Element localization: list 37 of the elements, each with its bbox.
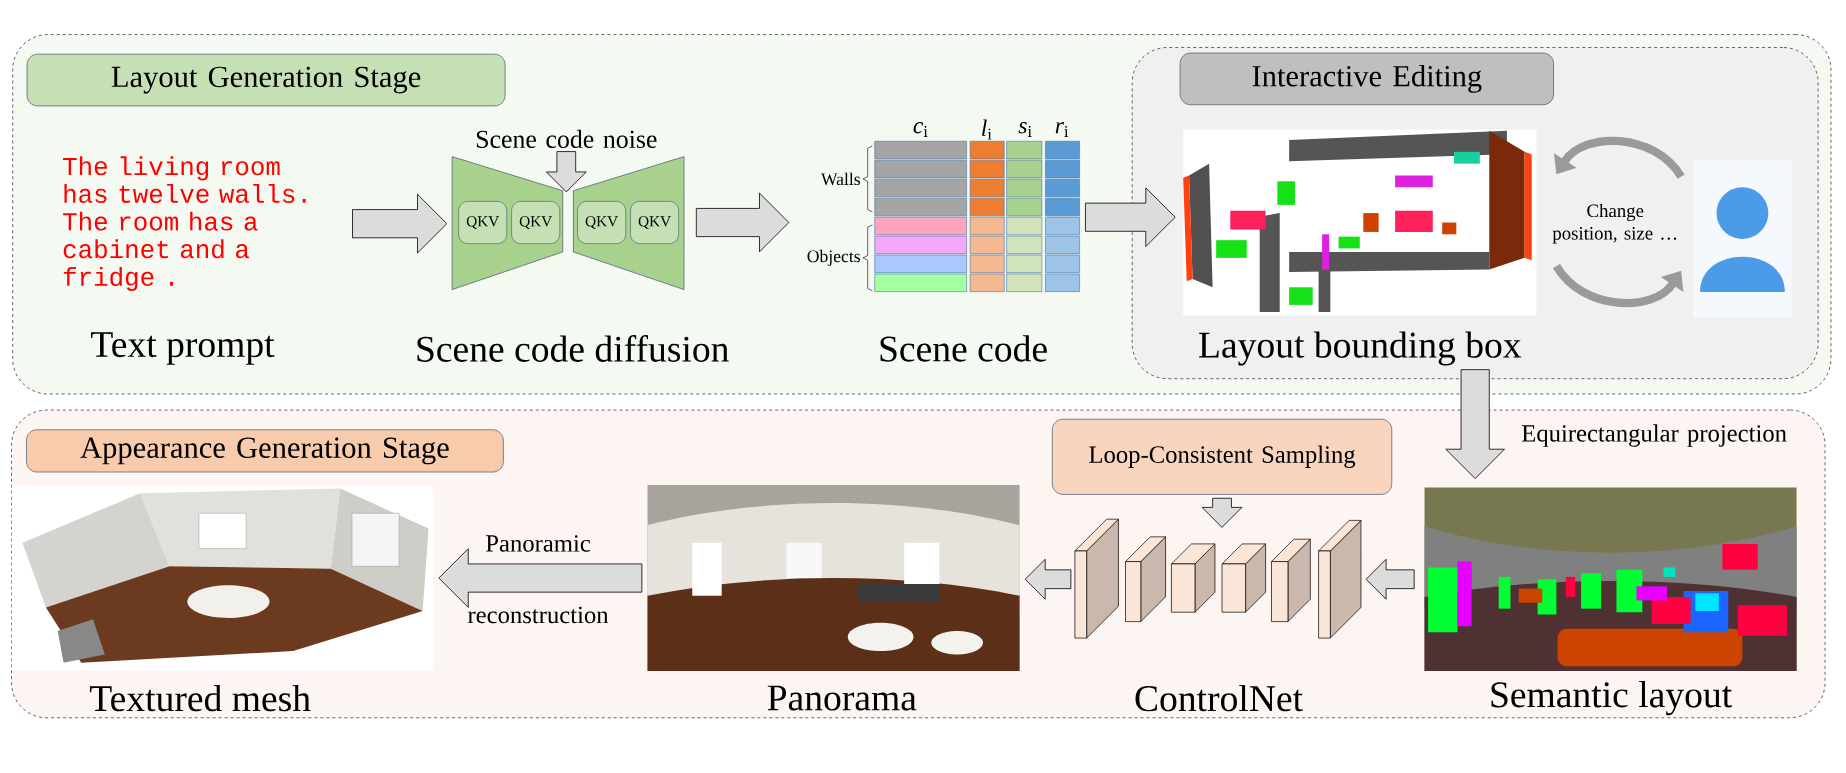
person-icon bbox=[1692, 159, 1792, 318]
stage-heading: Layout Generation Stage bbox=[26, 53, 506, 106]
node-label: Textured mesh bbox=[89, 684, 311, 712]
node-label: Scene code diffusion bbox=[417, 334, 729, 362]
stage-heading: Interactive Editing bbox=[1179, 52, 1554, 105]
block-arrow bbox=[352, 193, 448, 254]
hint-text: Change position, size … bbox=[1552, 203, 1677, 244]
node-label: Layout bounding box bbox=[1199, 331, 1522, 366]
input-label: Scene code noise bbox=[476, 129, 657, 148]
block-arrow bbox=[1024, 558, 1072, 600]
semantic-layout-drawing bbox=[1424, 487, 1797, 671]
block-arrow bbox=[1445, 369, 1505, 479]
node-label: Panorama bbox=[767, 685, 917, 711]
block-arrow bbox=[1201, 497, 1243, 528]
edge-label: Panoramic reconstruction bbox=[468, 534, 609, 624]
attention-block: QKV bbox=[630, 200, 679, 244]
block-arrow bbox=[695, 192, 790, 253]
scene-code-table bbox=[874, 140, 1080, 292]
textured-mesh-drawing bbox=[11, 484, 434, 671]
node-label: Text prompt bbox=[91, 331, 275, 365]
block-arrow bbox=[545, 150, 587, 193]
attention-block: QKV bbox=[458, 200, 508, 244]
panorama-drawing bbox=[647, 484, 1020, 671]
block-arrow bbox=[438, 548, 643, 608]
attention-block: QKV bbox=[511, 200, 561, 244]
prompt-text: The living room has twelve walls. The room has a cabinet and a fridge . bbox=[63, 156, 306, 291]
edge-label: Equirectangular projection bbox=[1521, 424, 1787, 447]
node-label: ControlNet bbox=[1135, 684, 1303, 712]
room-layout-drawing bbox=[1183, 129, 1537, 316]
attention-block: QKV bbox=[577, 200, 626, 244]
block-arrow bbox=[1085, 187, 1176, 247]
block-arrow bbox=[1365, 558, 1415, 600]
node-label: Semantic layout bbox=[1491, 680, 1732, 715]
process-box: Loop-Consistent Sampling bbox=[1051, 418, 1393, 495]
node-label: Scene code bbox=[880, 335, 1047, 362]
network-layers-drawing bbox=[1074, 518, 1362, 639]
stage-heading: Appearance Generation Stage bbox=[26, 429, 504, 473]
